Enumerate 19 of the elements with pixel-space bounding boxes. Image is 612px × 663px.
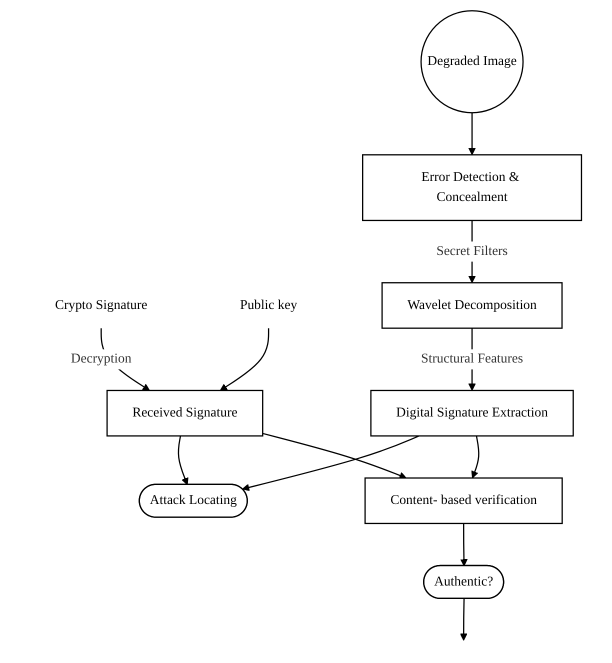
node-text: Public key xyxy=(240,298,298,312)
arrow xyxy=(242,435,420,492)
edge-label: Decryption xyxy=(71,352,132,366)
node-box: Digital Signature Extraction xyxy=(370,390,574,437)
edge-label: Structural Features xyxy=(421,352,524,366)
edge-label: Secret Filters xyxy=(436,244,508,258)
arrow xyxy=(460,523,468,566)
node-circle: Degraded Image xyxy=(420,10,524,114)
node-box: Received Signature xyxy=(106,390,264,437)
arrow xyxy=(472,436,480,478)
node-box: Wavelet Decomposition xyxy=(382,282,564,329)
node-text: Crypto Signature xyxy=(55,298,148,312)
arrow xyxy=(262,432,407,479)
arrow xyxy=(220,328,270,391)
arrow xyxy=(468,112,476,156)
node-box: Content- based verification xyxy=(364,477,564,524)
node-box: Error Detection & Concealment xyxy=(362,154,582,222)
arrow xyxy=(178,436,189,486)
arrow xyxy=(460,598,468,641)
